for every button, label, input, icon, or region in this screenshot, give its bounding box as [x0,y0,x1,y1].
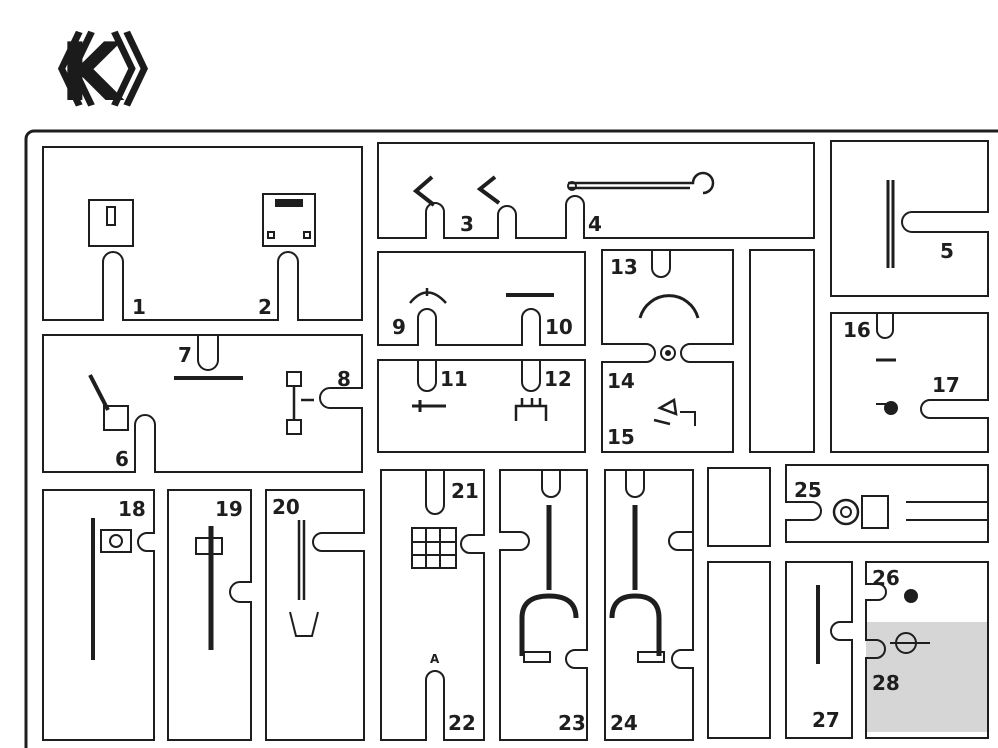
panel-13-gate [651,250,671,278]
part-label-10: 10 [545,315,573,339]
part-6-drawing [88,374,110,411]
part-25-body [861,495,889,529]
part-label-25: 25 [794,478,822,502]
panel-6-8 [42,334,363,473]
gate-letter-a: A [430,652,440,666]
part-11-drawing [412,400,446,412]
part-drawings [88,171,930,664]
sprue-open-bracket: 《 [18,27,96,117]
part-26-drawing [904,589,918,603]
part-2-hole-right [303,231,311,239]
part-24-drawing [609,505,662,656]
panel-20 [265,489,365,741]
part-label-1: 1 [132,295,146,319]
panel-11-12 [377,359,586,453]
part-20-drawing [297,520,306,600]
part-label-23: 23 [558,711,586,735]
part-label-11: 11 [440,367,468,391]
part-2-hole-left [267,231,275,239]
panel-21-22 [380,469,485,741]
panel-blank-b [707,467,771,547]
part-label-18: 18 [118,497,146,521]
part-label-12: 12 [544,367,572,391]
panel-23 [499,469,588,741]
part-label-4: 4 [588,212,602,236]
part-18-box [100,529,132,553]
part-8-top [286,371,302,387]
part-21-drawing [411,527,457,569]
part-label-15: 15 [607,425,635,449]
panel-blank-a [749,249,815,453]
panel-15-mark [680,411,696,426]
part-20-base [289,611,319,637]
part-label-26: 26 [872,566,900,590]
panel-18 [42,489,155,741]
panel-24 [604,469,694,741]
panel-26-28 [865,561,989,739]
sprue-runners [42,140,989,741]
sprue-frame [24,129,998,748]
panel-25 [785,464,989,543]
part-label-17: 17 [932,373,960,397]
part-label-28: 28 [872,671,900,695]
part-label-2: 2 [258,295,272,319]
part-label-16: 16 [843,318,871,342]
part-2-slot [275,199,303,207]
part-25-drawing [832,498,860,526]
part-14-drawing [660,345,676,361]
panel-27 [785,561,853,739]
part-2-drawing [262,193,316,247]
part-19-box [195,537,223,555]
part-21-grid [412,528,456,568]
part-13-drawing [638,294,700,319]
part-label-6: 6 [115,447,129,471]
part-15-drawing [653,398,678,426]
panel-13-15 [601,249,734,453]
part-23-drawing [519,505,579,656]
part-label-9: 9 [392,315,406,339]
part-label-19: 19 [215,497,243,521]
panel-11-12-gates [417,360,541,392]
sprue-close-bracket: 》 [110,27,188,117]
part-label-20: 20 [272,495,300,519]
part-label-13: 13 [610,255,638,279]
part-1-drawing [88,199,134,247]
part-12-drawing [514,398,548,421]
part-6-box [103,405,129,431]
panel-9-10 [377,251,586,346]
part-3-drawing [412,175,501,207]
panel-1-2 [42,146,363,321]
part-4-drawing [568,171,715,195]
part-14-center [665,350,671,356]
part-label-27: 27 [812,708,840,732]
part-label-22: 22 [448,711,476,735]
part-label-5: 5 [940,239,954,263]
sprue-letter: K [60,26,125,119]
part-25-center [840,506,852,518]
part-9-drawing [409,288,447,304]
part-label-24: 24 [610,711,638,735]
part-1-slot [106,206,116,226]
part-label-21: 21 [451,479,479,503]
part-label-14: 14 [607,369,635,393]
part-5-drawing [886,180,895,268]
part-numbers: 1 2 3 4 5 6 7 8 9 10 11 12 13 14 15 16 1… [115,212,960,735]
part-8-stem [292,386,314,420]
part-4-end [567,181,577,191]
part-label-3: 3 [460,212,474,236]
part-label-7: 7 [178,343,192,367]
part-18-ring [109,534,123,548]
shaded-area [866,622,988,732]
panel-19 [167,489,252,741]
panel-blank-c [707,561,771,739]
part-23-foot [523,651,551,663]
part-24-foot [637,651,665,663]
panel-5 [830,140,989,297]
panel-16-17 [830,312,989,453]
part-17-drawing [884,401,898,415]
part-label-8: 8 [337,367,351,391]
part-8-bottom [286,419,302,435]
